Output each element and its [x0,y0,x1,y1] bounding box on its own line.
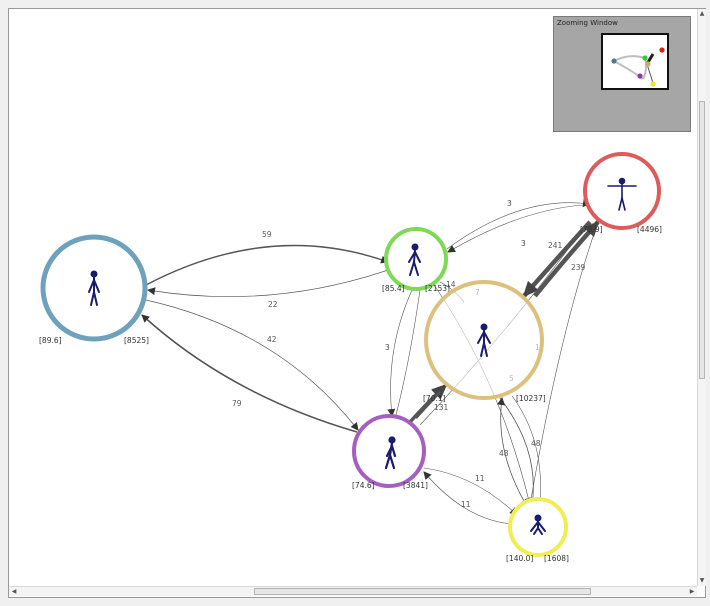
edge-green-purple-b [395,289,421,416]
edge-label: 42 [267,335,277,344]
zooming-window[interactable]: Zooming Window [553,16,691,132]
edge-label: 22 [268,300,278,309]
vertical-scrollbar[interactable]: ▲ ▼ [697,9,706,586]
node-right-label: [4496] [637,225,662,234]
edge-green-blue-22 [147,269,389,297]
node-right-label: [2153] [425,284,450,293]
edge-label: 239 [571,263,586,272]
edge-label: 79 [232,399,242,408]
edge-blue-purple-42 [145,299,359,431]
transition-graph[interactable]: 59 22 42 79 3 3 241 239 14 7 3 1 5 131 4… [9,9,696,586]
node-right-label: [3841] [403,481,428,490]
edge-green-red-3a [446,199,591,250]
edge-yellow-tan-48b [497,397,526,504]
edge-label: 48 [531,439,541,448]
zooming-window-title: Zooming Window [557,19,618,27]
node-left-label: [85.4] [382,284,405,293]
edge-tan-purple [415,391,441,419]
human-figure-icon [384,436,397,470]
node-green[interactable]: [85.4] [2153] [382,227,450,293]
scroll-up-arrow-icon[interactable]: ▲ [699,10,705,17]
node-left-label: [75.9] [580,225,603,234]
node-right-label: [8525] [124,336,149,345]
human-figure-icon [607,177,637,211]
scroll-left-arrow-icon[interactable]: ◀ [11,588,17,595]
edge-label: 11 [475,474,485,483]
human-figure-icon [477,323,491,357]
edge-purple-blue-79 [141,314,358,433]
edge-layer [141,199,600,525]
edge-label: 11 [461,500,471,509]
edge-label: 14 [446,280,456,289]
edge-label: 241 [548,241,563,250]
edge-tan-yellow-c [511,395,541,506]
edge-tan-red-239 [533,220,600,298]
edge-label: 48 [499,449,509,458]
edge-label: 131 [434,403,449,412]
edge-label: 3 [385,343,390,352]
zoom-overview-graph [611,47,665,87]
edge-tan-yellow-48a [499,397,537,506]
edge-blue-green-59 [145,244,389,286]
node-left-label: [74.6] [352,481,375,490]
edge-yellow-purple-11b [423,471,513,525]
node-left-label: [70.1] [423,394,446,403]
edge-red-yellow [529,221,599,506]
node-tan[interactable]: [70.1] [10237] [423,280,546,403]
node-left-label: [140.0] [506,554,533,563]
node-blue[interactable]: [89.6] [8525] [39,234,149,345]
edge-label: 59 [262,230,272,239]
edge-label: 3 [521,239,526,248]
node-right-label: [1608] [544,554,569,563]
edge-purple-yellow-11a [423,467,518,516]
node-yellow[interactable]: [140.0] [1608] [506,497,569,563]
edge-purple-tan-131 [408,383,448,424]
human-figure-icon [530,514,546,535]
edge-red-green-3b [447,204,584,253]
edge-green-purple-3 [387,289,413,417]
node-red[interactable]: [75.9] [4496] [580,152,662,234]
node-purple[interactable]: [74.6] [3841] [352,414,428,490]
scroll-down-arrow-icon[interactable]: ▼ [699,577,705,584]
human-figure-icon [88,270,100,306]
horizontal-scroll-thumb[interactable] [254,588,591,595]
scroll-right-arrow-icon[interactable]: ▶ [689,588,695,595]
edge-label: 3 [507,199,512,208]
node-right-label: [10237] [516,394,546,403]
horizontal-scrollbar[interactable]: ◀ ▶ [9,586,697,596]
node-left-label: [89.6] [39,336,62,345]
human-figure-icon [408,243,421,276]
vertical-scroll-thumb[interactable] [699,101,705,379]
